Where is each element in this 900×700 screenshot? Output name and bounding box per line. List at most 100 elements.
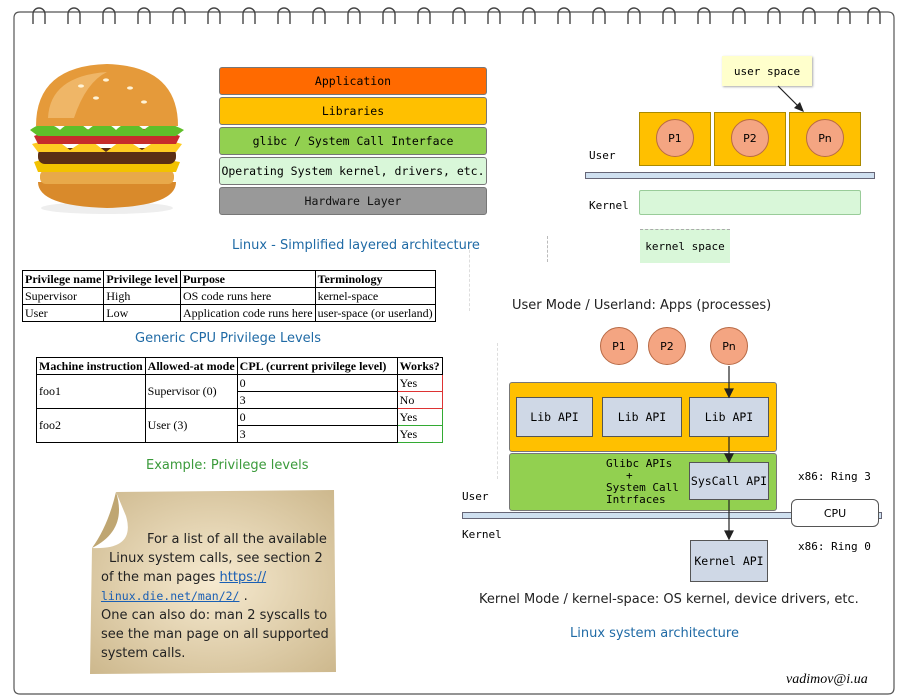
process-p2: P2 (731, 119, 769, 157)
kernel-api-label: Kernel API (694, 554, 764, 568)
note-text: . (239, 589, 248, 604)
process-label: P1 (668, 131, 682, 145)
arch-process-p1: P1 (600, 327, 638, 365)
table-cell: User (21, 304, 105, 322)
header-cell: Purpose (179, 270, 316, 288)
layer-label: glibc / System Call Interface (252, 134, 454, 148)
kernel-space-note: kernel space (640, 229, 730, 263)
table-cell: Supervisor (21, 287, 105, 305)
user-mode-caption: User Mode / Userland: Apps (processes) (512, 298, 772, 313)
burger-illustration (30, 64, 184, 214)
note-line: For a list of all the available (147, 532, 327, 547)
table-cell: kernel-space (314, 287, 436, 305)
note-line: see the man page on all supported (101, 627, 329, 642)
cpl-cell: 3 (236, 425, 398, 443)
note-line: of the man pages https:// (101, 568, 337, 587)
call-flow-arrows (724, 366, 734, 541)
instruction-cell: foo2 (36, 408, 146, 443)
arch-process-p2: P2 (648, 327, 686, 365)
process-label: Pn (722, 339, 736, 353)
user-space-note-text: user space (733, 64, 801, 78)
lib-api-box: Lib API (516, 397, 593, 437)
arch-kernel-label: Kernel (462, 528, 502, 541)
header-cell: Privilege name (21, 270, 105, 288)
separator (547, 236, 548, 262)
separator (469, 245, 470, 311)
table-cell: High (103, 287, 181, 305)
note-line: system calls. (101, 646, 186, 661)
lib-api-label: Lib API (704, 410, 754, 424)
glibc-line: + (626, 469, 633, 482)
layer-label: Application (314, 74, 392, 88)
syscall-api-label: SysCall API (690, 474, 768, 488)
table-row: foo2 User (3) 0 Yes (36, 408, 443, 443)
note-line: Linux system calls, see section 2 (109, 551, 323, 566)
process-pn: Pn (806, 119, 844, 157)
kernel-label: Kernel (589, 199, 629, 212)
layer-label: Libraries (321, 104, 385, 118)
man-pages-link-cont[interactable]: linux.die.net/man/2/ (101, 589, 240, 603)
table-row: 3 Yes (37, 425, 443, 443)
layer-label: Hardware Layer (304, 194, 402, 208)
glibc-line: Glibc APIs (606, 457, 673, 470)
lib-api-box: Lib API (689, 397, 769, 437)
note-line: linux.die.net/man/2/ . (101, 587, 337, 606)
user-space-note: user space (722, 56, 812, 86)
arch-user-label: User (462, 490, 489, 503)
header-cell: Allowed-at mode (144, 357, 238, 375)
header-cell: CPL (current privilege level) (236, 357, 398, 375)
layer-label: Operating System kernel, drivers, etc. (221, 164, 485, 178)
table-row: foo1 Supervisor (0) 0 Yes (36, 374, 443, 409)
kernel-mode-caption: Kernel Mode / kernel-space: OS kernel, d… (479, 592, 859, 607)
privilege-table: Privilege name Privilege level Purpose T… (21, 270, 436, 322)
parchment-background (90, 490, 336, 674)
example-table: Machine instruction Allowed-at mode CPL … (36, 357, 443, 443)
layers-caption: Linux - Simplified layered architecture (232, 238, 480, 253)
layer-kernel: Operating System kernel, drivers, etc. (219, 157, 487, 185)
table-row: User Low Application code runs here user… (21, 304, 436, 322)
user-kernel-boundary (585, 172, 875, 179)
table-header-row: Privilege name Privilege level Purpose T… (21, 270, 436, 288)
syscall-note: For a list of all the available Linux sy… (101, 530, 337, 663)
layer-glibc: glibc / System Call Interface (219, 127, 487, 155)
process-label: P2 (660, 339, 674, 353)
cpl-cell: 0 (236, 374, 398, 392)
note-arrow (777, 85, 804, 112)
layer-hardware: Hardware Layer (219, 187, 487, 215)
user-label: User (589, 149, 616, 162)
note-line: One can also do: man 2 syscalls to (101, 608, 328, 623)
cpl-cell: 0 (236, 408, 398, 426)
table-header-row: Machine instruction Allowed-at mode CPL … (36, 357, 443, 375)
author-signature: vadimov@i.ua (786, 672, 868, 687)
header-cell: Terminology (314, 270, 436, 288)
header-cell: Privilege level (103, 270, 181, 288)
process-label: P1 (612, 339, 626, 353)
arch-caption: Linux system architecture (570, 626, 739, 641)
process-p1: P1 (656, 119, 694, 157)
table-cell: OS code runs here (179, 287, 316, 305)
lib-api-label: Lib API (530, 410, 579, 424)
header-cell: Machine instruction (36, 357, 146, 375)
header-cell: Works? (396, 357, 443, 375)
works-cell: Yes (396, 408, 443, 426)
layer-application: Application (219, 67, 487, 95)
works-cell: Yes (396, 374, 443, 392)
lib-api-box: Lib API (602, 397, 682, 437)
works-cell: No (396, 391, 443, 409)
mode-cell: User (3) (144, 408, 238, 443)
table-cell: Low (103, 304, 181, 322)
privilege-table-caption: Generic CPU Privilege Levels (135, 331, 322, 346)
spiral-binding (32, 7, 881, 24)
example-table-caption: Example: Privilege levels (146, 458, 309, 473)
lib-api-label: Lib API (617, 410, 667, 424)
glibc-text: Glibc APIs + System Call Intrfaces (606, 458, 679, 506)
cpl-cell: 3 (236, 391, 398, 409)
man-pages-link[interactable]: https:// (219, 570, 267, 585)
glibc-line: Intrfaces (606, 493, 666, 506)
separator (497, 343, 498, 479)
kernel-api-box: Kernel API (690, 540, 768, 582)
ring0-label: x86: Ring 0 (798, 540, 871, 553)
note-text: of the man pages (101, 570, 220, 585)
arch-process-pn: Pn (710, 327, 748, 365)
